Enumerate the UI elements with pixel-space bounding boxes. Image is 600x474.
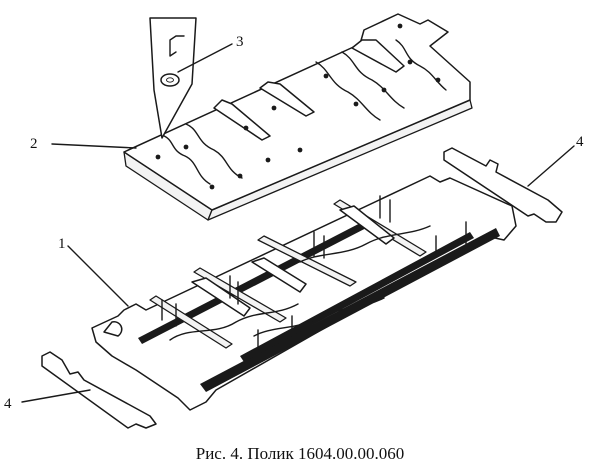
leader-lines	[21, 43, 575, 403]
frame-wire-1	[169, 303, 299, 341]
frame-bracket-2	[251, 257, 307, 293]
board-joint-1	[161, 134, 211, 185]
figure-caption: Рис. 4. Полик 1604.00.00.060	[195, 444, 405, 463]
frame-rail-middle	[240, 232, 474, 362]
leader-3	[177, 43, 233, 73]
frame-wire-3	[299, 225, 431, 263]
frame-wire-2	[253, 297, 385, 337]
frame-rail-front	[200, 228, 500, 392]
board-slot-3	[351, 39, 405, 73]
frame-rail-back	[138, 218, 374, 344]
strip-part-4-right	[443, 147, 563, 223]
strip-part-4-left	[41, 351, 157, 429]
frame-notch-left	[103, 321, 123, 337]
label-part-1: 1	[58, 236, 66, 252]
leader-2	[51, 143, 137, 149]
board-joint-3	[315, 61, 381, 121]
label-part-3: 3	[236, 34, 244, 50]
frame-bracket-3	[339, 205, 395, 245]
frame-part-1	[91, 175, 517, 411]
frame-cross-strip-2	[193, 267, 287, 323]
frame-base-sheet	[91, 175, 517, 411]
fastener-detail-callout	[149, 17, 197, 139]
label-part-2: 2	[30, 136, 38, 152]
board-joint-5	[395, 39, 447, 91]
label-part-4-right: 4	[576, 134, 584, 150]
board-slot-2	[259, 81, 315, 117]
frame-pins	[161, 195, 467, 351]
leader-4-left	[21, 389, 91, 403]
frame-bracket-1	[191, 277, 251, 317]
board-joint-2	[185, 123, 243, 179]
board-part-2	[123, 13, 473, 221]
leader-4-right	[527, 145, 575, 187]
label-part-4-left: 4	[4, 396, 12, 412]
board-joint-4	[341, 51, 405, 109]
leader-1	[67, 245, 129, 307]
frame-cross-strip-3	[257, 235, 357, 287]
board-slot-1	[213, 99, 271, 141]
staple-icon	[169, 35, 185, 57]
washer-icon	[160, 73, 180, 87]
board-holes	[155, 23, 441, 190]
frame-cross-strip-1	[149, 295, 233, 349]
